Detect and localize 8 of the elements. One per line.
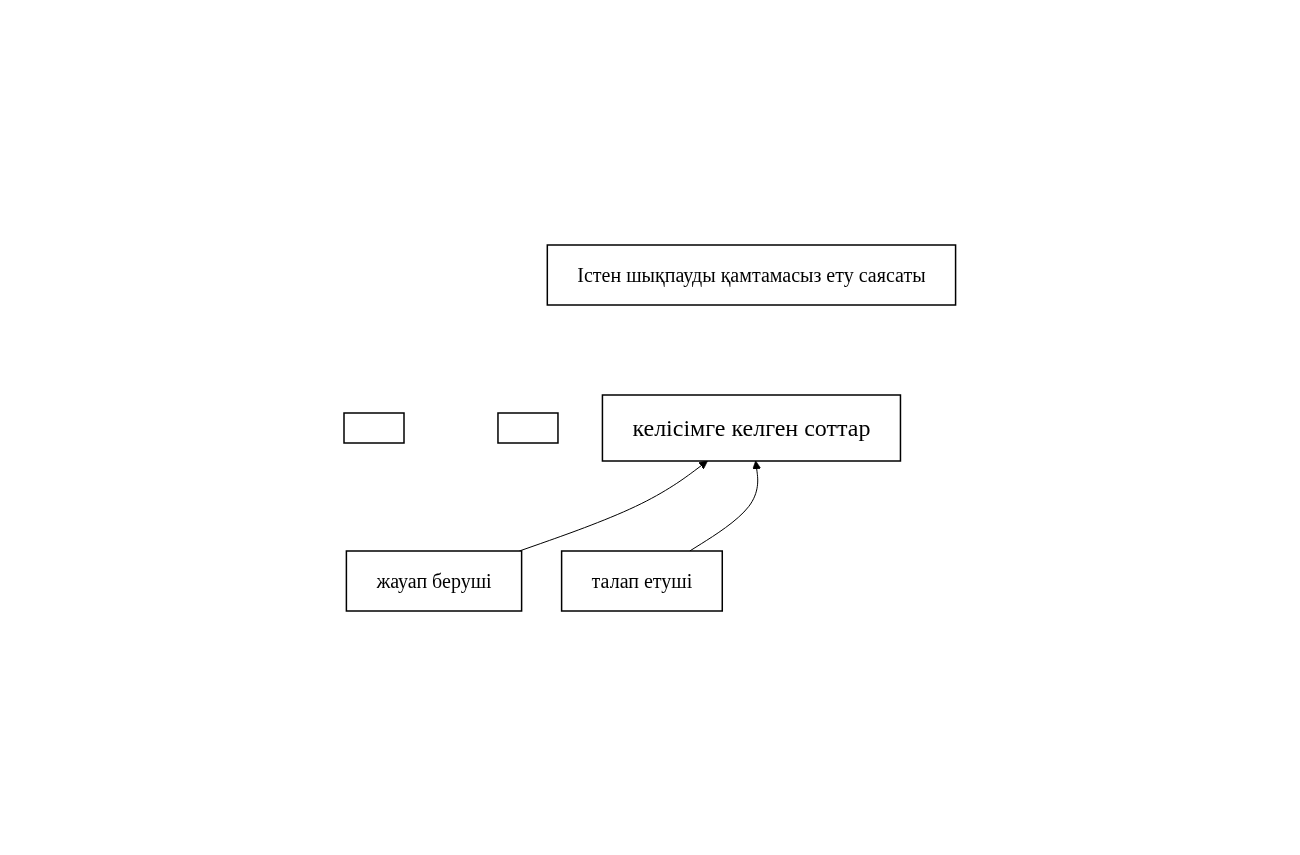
arrow: [689, 460, 762, 551]
arrow: [519, 460, 709, 551]
node-box: Істен шықпауды қамтамасыз ету саясаты: [546, 243, 957, 306]
node-box: талап етуші: [561, 549, 724, 612]
node-box: [497, 411, 559, 444]
node-box: келісімге келген соттар: [601, 393, 902, 462]
node-box: жауап беруші: [345, 549, 523, 612]
node-box: [343, 411, 405, 444]
